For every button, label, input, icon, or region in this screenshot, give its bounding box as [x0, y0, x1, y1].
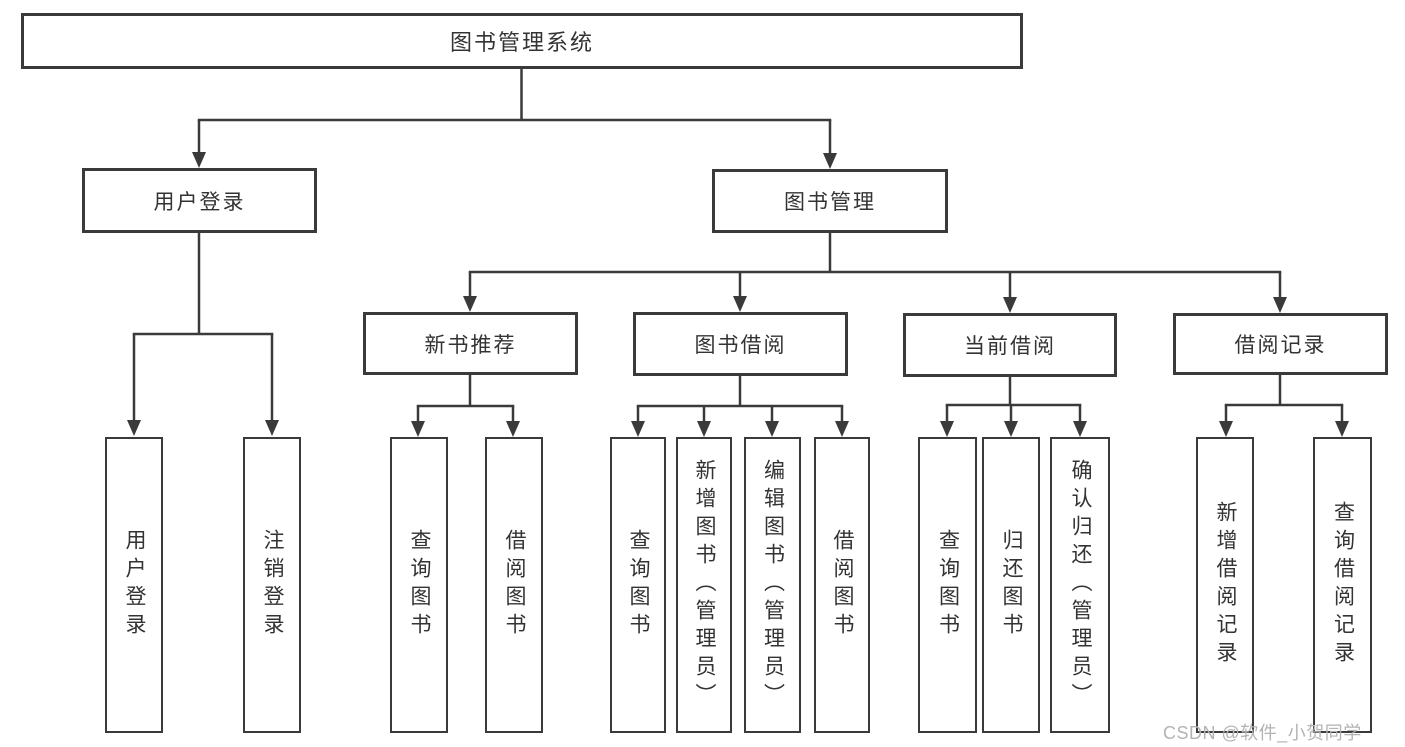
- node-user-login: 用户登录: [82, 168, 317, 233]
- node-label: 查询图书: [627, 529, 650, 641]
- node-label: 查询图书: [408, 529, 431, 641]
- node-add-borrow-record: 新增借阅记录: [1196, 437, 1254, 733]
- node-label: 查询图书: [936, 529, 960, 641]
- node-label: 注销登录: [261, 529, 284, 641]
- node-borrow-books-leaf: 借阅图书: [814, 437, 870, 733]
- node-library-management-system: 图书管理系统: [21, 13, 1023, 69]
- node-borrow-books-recommend: 借阅图书: [485, 437, 543, 733]
- node-label: 归还图书: [1000, 529, 1023, 641]
- node-new-book-recommendation: 新书推荐: [363, 312, 578, 375]
- node-edit-books-admin: 编辑图书（管理员）: [744, 437, 801, 733]
- node-query-borrow-record: 查询借阅记录: [1313, 437, 1372, 733]
- node-query-books-current: 查询图书: [918, 437, 977, 733]
- node-user-login-leaf: 用户登录: [105, 437, 163, 733]
- node-label: 用户登录: [123, 529, 146, 641]
- node-book-borrowing: 图书借阅: [633, 312, 848, 376]
- node-label: 确认归还（管理员）: [1069, 459, 1092, 711]
- node-current-borrowing: 当前借阅: [903, 313, 1117, 377]
- watermark: CSDN @软件_小贺同学: [1163, 723, 1362, 743]
- node-label: 借阅图书: [503, 529, 526, 641]
- node-borrowing-records: 借阅记录: [1173, 313, 1388, 375]
- node-logout: 注销登录: [243, 437, 301, 733]
- node-label: 借阅图书: [831, 529, 854, 641]
- node-label: 新增图书（管理员）: [693, 459, 716, 711]
- node-label: 新增借阅记录: [1214, 501, 1237, 669]
- edge-arrowheads: [127, 152, 1349, 437]
- node-query-books-recommend: 查询图书: [390, 437, 448, 733]
- node-label: 编辑图书（管理员）: [761, 459, 785, 711]
- node-add-books-admin: 新增图书（管理员）: [676, 437, 732, 733]
- node-query-books-borrowing: 查询图书: [610, 437, 666, 733]
- node-book-management: 图书管理: [712, 169, 948, 233]
- node-return-books: 归还图书: [982, 437, 1040, 733]
- node-confirm-return-admin: 确认归还（管理员）: [1050, 437, 1110, 733]
- node-label: 查询借阅记录: [1331, 501, 1355, 669]
